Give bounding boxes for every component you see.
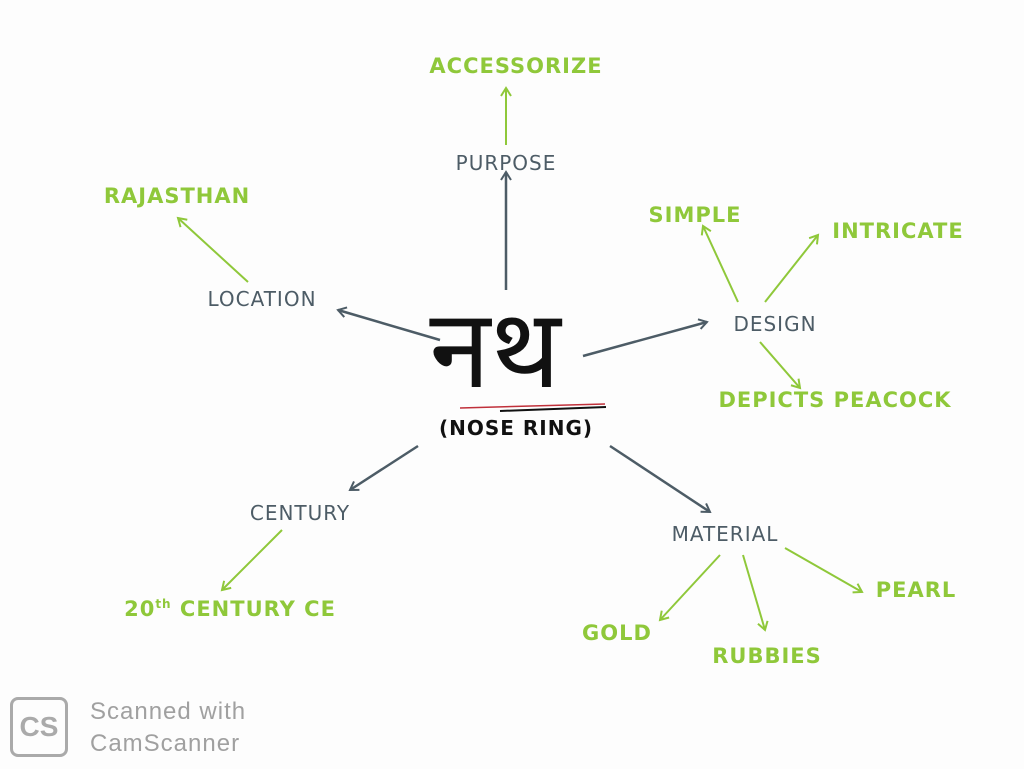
- node-accessorize: ACCESSORIZE: [429, 54, 603, 78]
- center-title: नथ: [429, 285, 561, 413]
- underline-red: [459, 403, 606, 409]
- node-depicts-peacock: DEPICTS PEACOCK: [718, 388, 952, 412]
- node-simple: SIMPLE: [648, 203, 742, 227]
- century-text: CENTURY CE: [179, 597, 336, 621]
- node-design: DESIGN: [733, 312, 817, 336]
- arrow-to-pearl: [784, 547, 864, 594]
- node-purpose: PURPOSE: [455, 151, 557, 175]
- underline-black: [499, 406, 607, 412]
- node-century: CENTURY: [249, 501, 351, 525]
- arrow-to-century: [348, 444, 419, 492]
- node-rajasthan: RAJASTHAN: [103, 184, 251, 208]
- arrow-to-simple: [700, 224, 739, 303]
- arrow-to-gold: [658, 554, 721, 622]
- node-rubbies: RUBBIES: [712, 644, 822, 668]
- node-intricate: INTRICATE: [832, 219, 964, 243]
- arrow-to-peacock: [759, 341, 802, 390]
- camscanner-logo: CS: [10, 697, 68, 757]
- center-subtitle: (NOSE RING): [438, 416, 594, 440]
- century-suffix: th: [155, 597, 172, 611]
- arrow-to-intricate: [764, 233, 820, 303]
- node-material: MATERIAL: [671, 522, 779, 546]
- arrow-to-rajasthan: [176, 216, 249, 283]
- node-gold: GOLD: [582, 621, 652, 645]
- arrow-to-20th-century: [220, 529, 283, 592]
- arrow-to-material: [609, 444, 712, 514]
- node-20th-century-ce: 20th CENTURY CE: [124, 597, 336, 621]
- watermark-line1: Scanned with: [90, 698, 247, 725]
- node-location: LOCATION: [207, 287, 317, 311]
- watermark-line2: CamScanner: [90, 730, 241, 757]
- arrow-to-design: [582, 318, 709, 358]
- century-number: 20: [124, 597, 156, 621]
- arrow-to-location: [336, 306, 441, 342]
- arrow-to-rubbies: [742, 554, 769, 632]
- node-pearl: PEARL: [875, 578, 957, 602]
